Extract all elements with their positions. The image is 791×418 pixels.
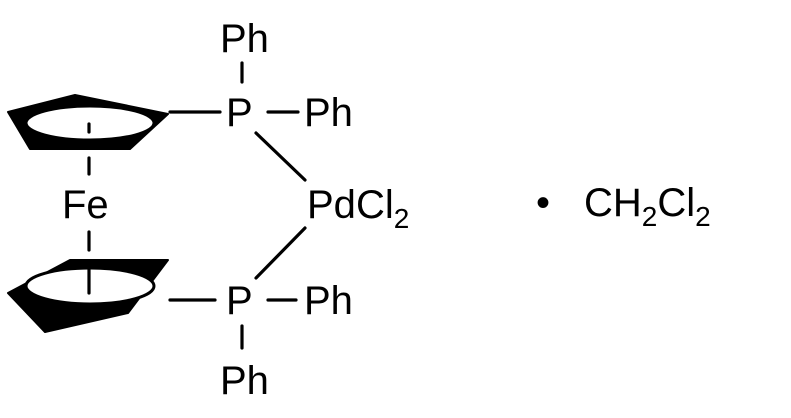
label-solvate-ch: CH [584,181,642,225]
label-ph-lower-right: Ph [304,279,353,323]
label-ph-top: Ph [220,17,269,61]
lower-cp-ring [7,259,169,333]
label-cl-subscript: 2 [394,203,410,234]
label-ch2cl2: CH2Cl2 [584,181,711,232]
upper-cp-ring [7,94,169,150]
bond-p-pd-lower [254,226,307,280]
label-p-lower: P [226,279,253,323]
label-pd: Pd [307,183,356,227]
label-ph-bottom: Ph [220,359,269,403]
label-fe: Fe [62,183,109,227]
label-pdcl2: PdCl2 [307,183,409,234]
label-cl: Cl [356,183,394,227]
label-p-upper: P [226,91,253,135]
label-solvate-cl: Cl [657,181,695,225]
solvate-dot: • [536,181,550,225]
label-ph-upper-right: Ph [304,91,353,135]
bond-p-pd-upper [254,131,307,182]
label-solvate-cl-subscript: 2 [695,201,711,232]
label-solvate-h-subscript: 2 [642,201,658,232]
